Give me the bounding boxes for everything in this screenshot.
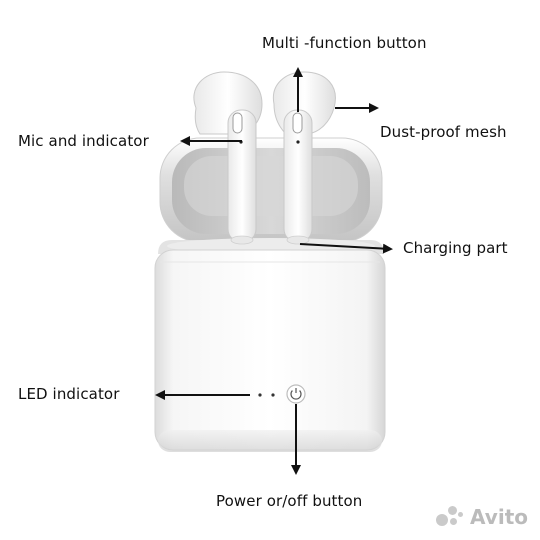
right-earbud [272, 71, 336, 245]
label-power-button: Power or/off button [216, 492, 363, 510]
label-dust-proof-mesh: Dust-proof mesh [380, 123, 507, 141]
watermark-logo: Avito [436, 505, 528, 529]
led-dot-2 [271, 393, 275, 397]
power-button-icon[interactable] [286, 384, 306, 404]
label-mic-and-indicator: Mic and indicator [18, 132, 149, 150]
arrow-charging [299, 243, 393, 254]
right-mic-dot [296, 140, 300, 144]
charging-case-body [154, 249, 386, 452]
label-charging-part: Charging part [403, 239, 508, 257]
label-multi-function-button: Multi -function button [262, 34, 427, 52]
led-dot-1 [258, 393, 262, 397]
label-led-indicator: LED indicator [18, 385, 120, 403]
callout-arrows [155, 67, 393, 475]
watermark-dots-icon [436, 506, 464, 528]
watermark-text: Avito [470, 505, 528, 529]
case-lid [159, 137, 383, 243]
